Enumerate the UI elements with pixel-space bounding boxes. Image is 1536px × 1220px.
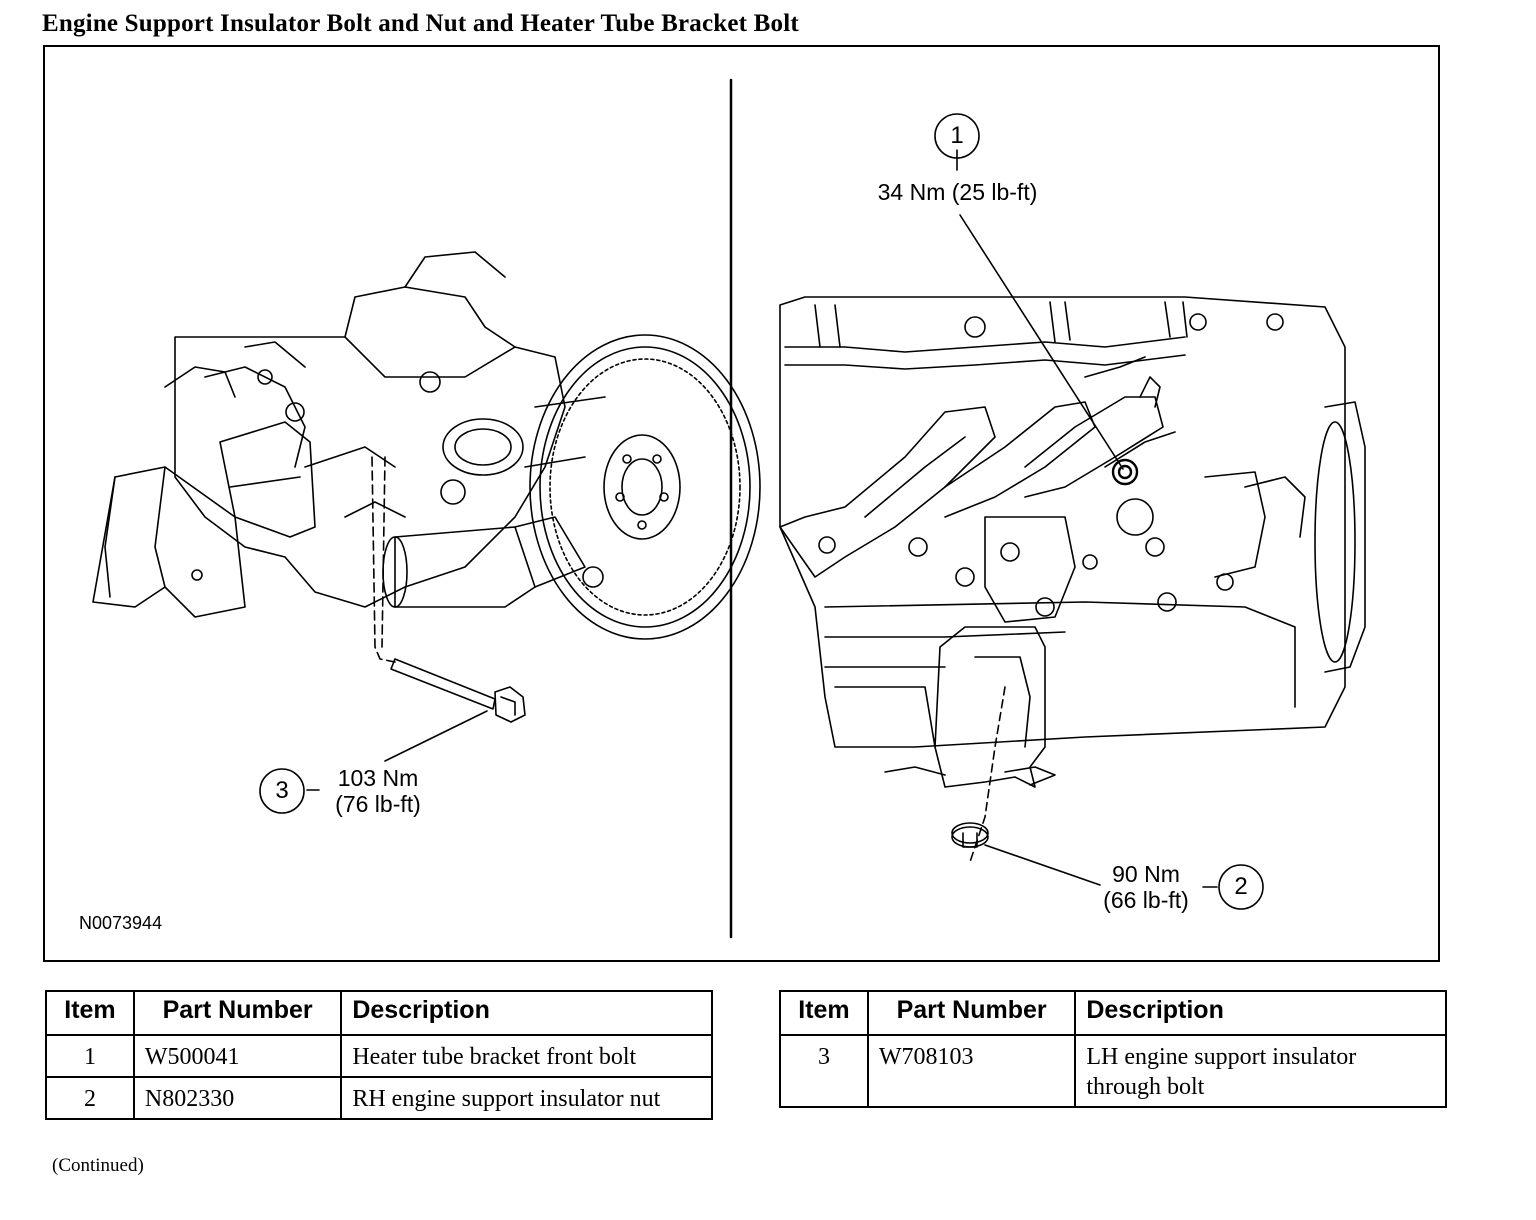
cell-part-number: W500041 [132,1034,343,1078]
callout-3-torque: 103 Nm (76 lb-ft) [323,765,433,817]
figure-code: N0073944 [79,913,163,933]
illustration-frame: 1 34 Nm (25 lb-ft) 2 90 Nm (66 lb-ft) 3 … [43,45,1440,962]
cell-part-number: W708103 [866,1034,1077,1108]
cell-item: 2 [45,1076,135,1120]
table-row: 2 N802330 RH engine support insulator nu… [45,1076,713,1120]
cell-description: LH engine support insulator through bolt [1074,1034,1447,1108]
table-row: 1 W500041 Heater tube bracket front bolt [45,1034,713,1078]
engine-illustration [92,78,1366,939]
table-header-row: Item Part Number Description [45,990,713,1036]
cell-part-number: N802330 [132,1076,343,1120]
callout-2-torque-nm: 90 Nm [1112,861,1180,887]
header-part-number: Part Number [866,990,1077,1036]
callout-1-torque: 34 Nm (25 lb-ft) [877,179,1038,205]
header-item: Item [45,990,135,1036]
page-title: Engine Support Insulator Bolt and Nut an… [42,10,799,37]
callout-2-torque: 90 Nm (66 lb-ft) [1091,861,1201,913]
table-header-row: Item Part Number Description [779,990,1447,1036]
table-row: 3 W708103 LH engine support insulator th… [779,1034,1447,1108]
header-item: Item [779,990,869,1036]
continued-note: (Continued) [52,1155,144,1176]
cell-description: RH engine support insulator nut [340,1076,713,1120]
header-description: Description [1074,990,1447,1036]
callout-2-torque-lbft: (66 lb-ft) [1103,887,1189,913]
callout-3-number: 3 [275,777,289,804]
parts-table-2: Item Part Number Description 3 W708103 L… [779,990,1447,1108]
callout-3-torque-nm: 103 Nm [337,765,419,791]
parts-table-1: Item Part Number Description 1 W500041 H… [45,990,713,1120]
cell-item: 1 [45,1034,135,1078]
cell-item: 3 [779,1034,869,1108]
callout-3-torque-lbft: (76 lb-ft) [335,791,421,817]
callout-2-number: 2 [1234,873,1248,900]
through-bolt [390,658,526,723]
callout-1-number: 1 [950,122,964,149]
right-engine-drawing [779,113,1366,910]
left-engine-drawing [92,251,761,814]
cell-description: Heater tube bracket front bolt [340,1034,713,1078]
header-description: Description [340,990,713,1036]
insulator-nut [951,822,989,848]
header-part-number: Part Number [132,990,343,1036]
